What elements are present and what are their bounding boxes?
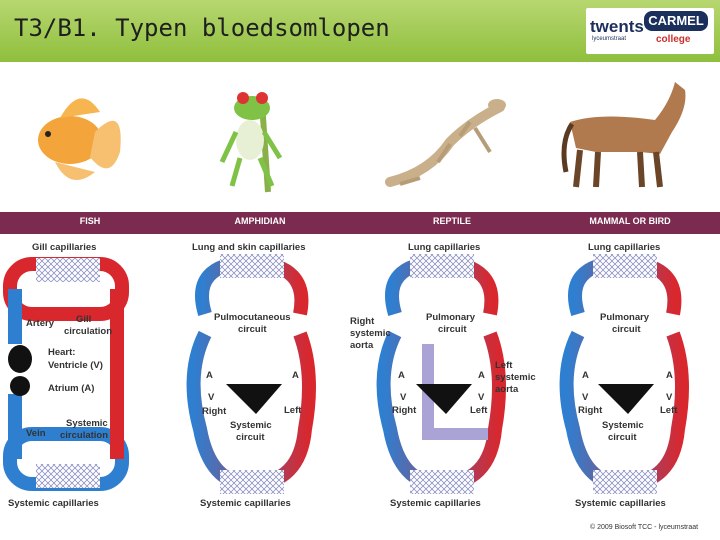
amph-top-label: Lung and skin capillaries [192, 242, 306, 253]
mam-ventricle-right: V [666, 392, 673, 403]
amph-systemic-capillary-bed [220, 470, 284, 494]
logo-text-college: college [656, 34, 691, 45]
fish-artery-label: Artery [26, 318, 54, 329]
fish-heart-atrium [10, 376, 30, 396]
fish-vein-label: Vein [26, 428, 46, 439]
rept-lsa-label-2: systemic [495, 372, 536, 383]
logo-text-twents: twents [590, 17, 644, 36]
mam-sys-label-1: Systemic [602, 420, 644, 431]
rept-rsa-label-3: aorta [350, 340, 374, 351]
mam-right-label: Right [578, 405, 603, 416]
rept-rsa-label-1: Right [350, 316, 375, 327]
mam-ventricle-left: V [582, 392, 589, 403]
rept-left-label: Left [470, 405, 488, 416]
rept-rsa-label-2: systemic [350, 328, 391, 339]
amphibian-diagram [186, 254, 316, 494]
frog-image [219, 92, 283, 193]
horse-image [561, 82, 686, 188]
amph-pulm-label-2: circuit [238, 324, 267, 335]
column-heading-banner [0, 212, 720, 234]
amph-lung-capillary-bed [220, 254, 284, 278]
rept-lsa-label-3: aorta [495, 384, 519, 395]
rept-right-label: Right [392, 405, 417, 416]
fish-systemic-capillary-bed [36, 464, 100, 488]
reptile-diagram [376, 254, 506, 494]
amph-left-label: Left [284, 405, 302, 416]
mam-pulm-label-1: Pulmonary [600, 312, 650, 323]
rept-ventricle-left: V [400, 392, 407, 403]
rept-lung-capillary-bed [410, 254, 474, 278]
heading-amphibian: AMPHIDIAN [234, 216, 286, 226]
mam-atrium-right: A [666, 370, 673, 381]
amph-ventricle: V [208, 392, 215, 403]
fish-bottom-label: Systemic capillaries [8, 498, 99, 509]
amph-sys-label-1: Systemic [230, 420, 272, 431]
rept-pulm-label-1: Pulmonary [426, 312, 476, 323]
page-title: T3/B1. Typen bloedsomlopen [14, 14, 390, 42]
amph-atrium-left: A [206, 370, 213, 381]
amph-pulm-label-1: Pulmocutaneous [214, 312, 291, 323]
rept-pulm-label-2: circuit [438, 324, 467, 335]
fish-sys-label-1: Systemic [66, 418, 108, 429]
mam-top-label: Lung capillaries [588, 242, 661, 253]
rept-systemic-capillary-bed [410, 470, 474, 494]
heading-mammal-bird: MAMMAL OR BIRD [589, 216, 671, 226]
rept-top-label: Lung capillaries [408, 242, 481, 253]
rept-heart [416, 384, 472, 414]
rept-atrium-right: A [478, 370, 485, 381]
fish-ventricle-label: Ventricle (V) [48, 360, 103, 371]
mam-pulm-label-2: circuit [612, 324, 641, 335]
goldfish-image [38, 98, 121, 180]
fish-diagram [3, 257, 129, 491]
rept-lsa-label-1: Left [495, 360, 513, 371]
amph-bottom-label: Systemic capillaries [200, 498, 291, 509]
fish-heart-label: Heart: [48, 347, 76, 358]
logo-text-carmel: CARMEL [644, 11, 708, 31]
mam-systemic-capillary-bed [593, 470, 657, 494]
rept-bottom-label: Systemic capillaries [390, 498, 481, 509]
lizard-image [385, 99, 506, 187]
fish-gill-circ-label-2: circulation [64, 326, 113, 337]
reptile-right-systemic-aorta [422, 344, 488, 440]
fish-atrium-label: Atrium (A) [48, 383, 95, 394]
fish-gill-circ-label-1: Gill [76, 314, 92, 325]
fish-gill-capillary-bed [36, 258, 100, 282]
mam-bottom-label: Systemic capillaries [575, 498, 666, 509]
mam-left-label: Left [660, 405, 678, 416]
mam-lung-capillary-bed [593, 254, 657, 278]
fish-top-label: Gill capillaries [32, 242, 97, 253]
rept-ventricle-right: V [478, 392, 485, 403]
mam-heart [598, 384, 654, 414]
school-logo: twents CARMEL college lyceumstraat [586, 8, 714, 54]
fish-heart-ventricle [8, 345, 32, 373]
amph-right-label: Right [202, 406, 227, 417]
rept-atrium-left: A [398, 370, 405, 381]
copyright-footer: © 2009 Biosoft TCC - lyceumstraat [590, 524, 699, 531]
animal-illustrations [38, 82, 686, 193]
heading-fish: FISH [79, 216, 101, 226]
circulation-diagrams [3, 254, 689, 494]
amph-heart [226, 384, 282, 414]
mam-sys-label-2: circuit [608, 432, 637, 443]
heading-reptile: REPTILE [432, 216, 471, 226]
amph-atrium-right: A [292, 370, 299, 381]
mam-atrium-left: A [582, 370, 589, 381]
mammal-diagram [559, 254, 689, 494]
amph-sys-label-2: circuit [236, 432, 265, 443]
fish-sys-label-2: circulation [60, 430, 109, 441]
logo-text-lyceum: lyceumstraat [592, 36, 627, 42]
